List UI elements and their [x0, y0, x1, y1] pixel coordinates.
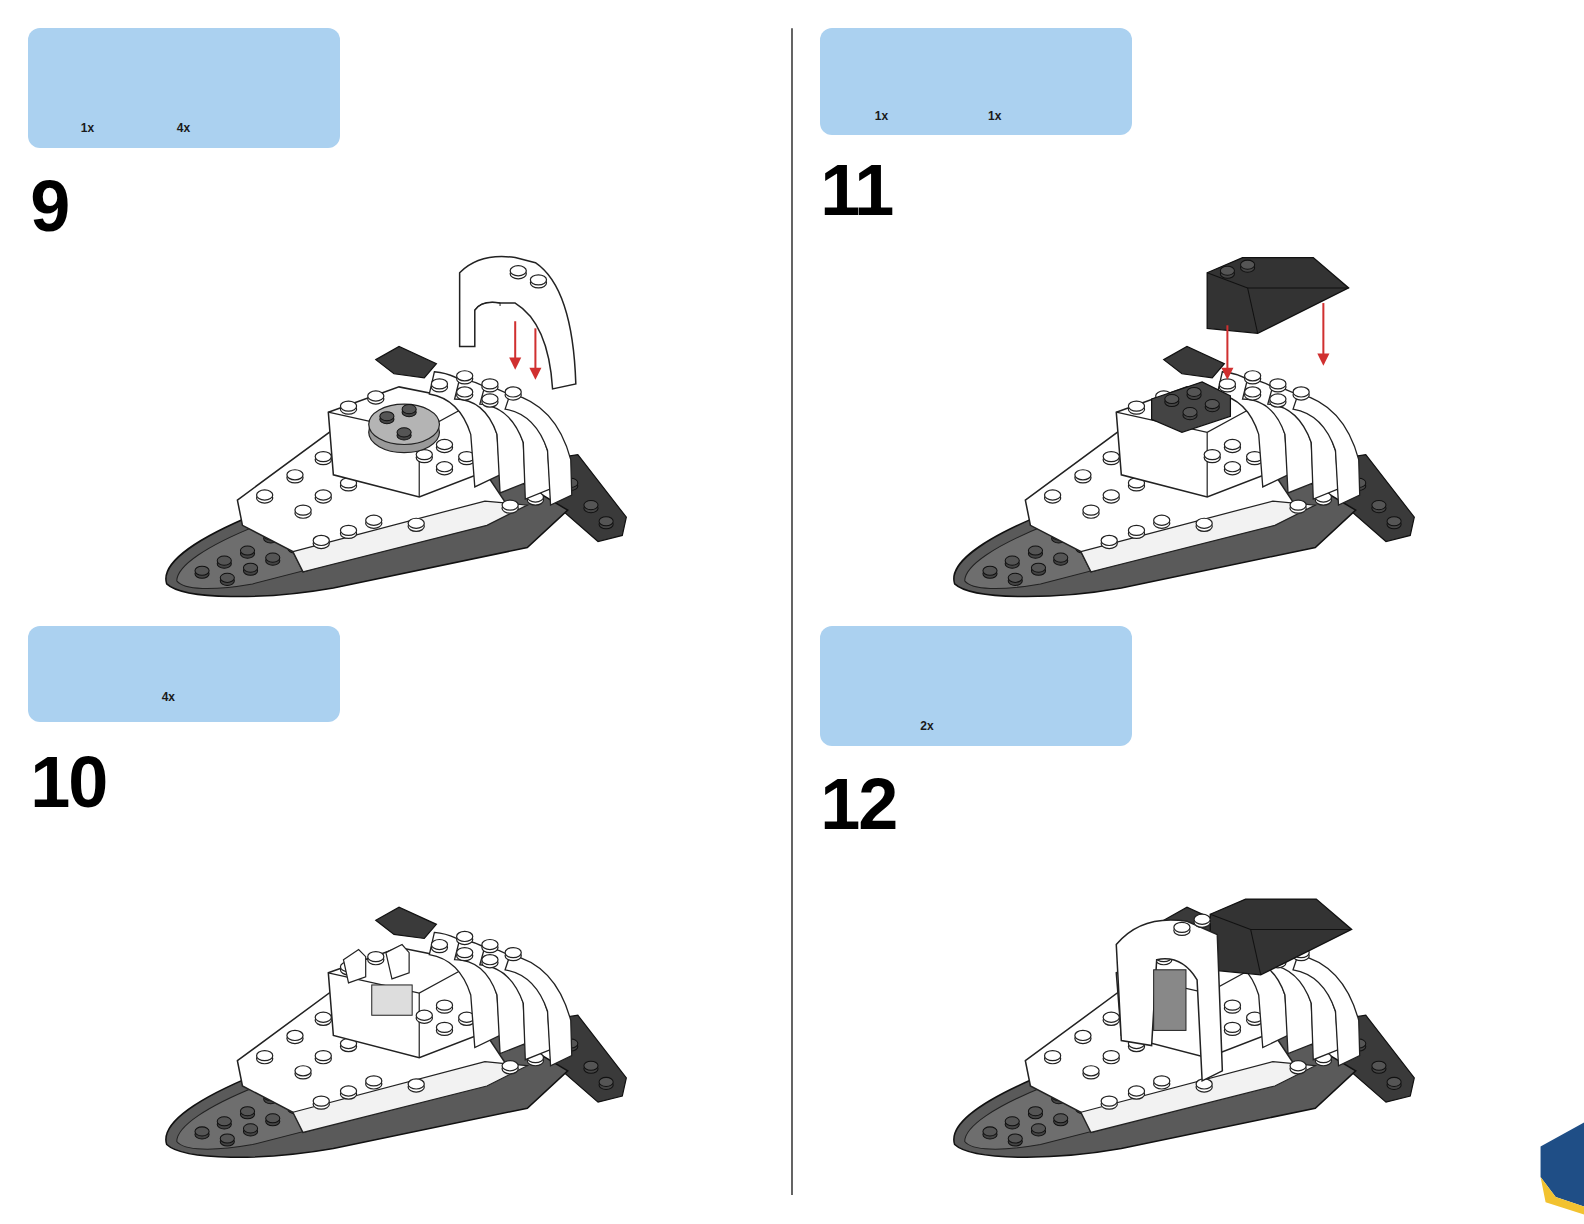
- part-quantity: 1x: [875, 110, 888, 122]
- part-quantity: 2x: [920, 720, 933, 732]
- step-number: 11: [820, 154, 892, 226]
- parts-panel: 2x: [820, 626, 1132, 745]
- part-quantity: 1x: [81, 122, 94, 134]
- parts-panel: 4x: [28, 626, 340, 722]
- step-number: 9: [30, 170, 68, 242]
- part-quantity: 1x: [988, 110, 1001, 122]
- step-number: 10: [30, 746, 106, 818]
- parts-panel: 1x 4x: [28, 28, 340, 148]
- part-quantity: 4x: [162, 691, 175, 703]
- part-quantity: 4x: [177, 122, 190, 134]
- step-number: 12: [820, 768, 896, 840]
- parts-panel: 1x 1x: [820, 28, 1132, 135]
